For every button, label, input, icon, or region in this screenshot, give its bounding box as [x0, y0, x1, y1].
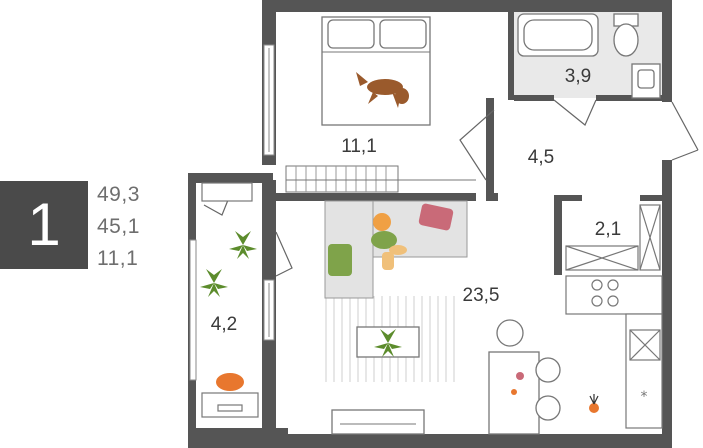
plant-icon: [200, 269, 228, 297]
rooms-count-number: 1: [27, 191, 61, 258]
room-label-closet: 2,1: [595, 219, 621, 240]
rooms-count-badge: 1: [0, 181, 88, 269]
dining-table: [488, 319, 561, 435]
living-area-value: 45,1: [97, 215, 140, 238]
kitchen-area-value: 11,1: [97, 247, 139, 270]
tv-unit: [331, 409, 425, 435]
balcony-chair: [216, 373, 244, 391]
room-label-bedroom: 11,1: [341, 136, 377, 157]
balcony-furniture: [201, 182, 259, 418]
dog-figure: [356, 72, 409, 108]
person-figure: [371, 213, 407, 270]
room-label-living-kitchen: 23,5: [463, 285, 500, 306]
plant-icon: [374, 329, 402, 357]
fruit: [511, 389, 517, 395]
room-label-hallway: 4,5: [528, 147, 554, 168]
room-label-balcony: 4,2: [211, 314, 237, 335]
cup: [516, 372, 524, 380]
bathroom-fixtures: [517, 13, 661, 99]
bed: [321, 16, 431, 126]
wardrobe: [285, 165, 476, 193]
plant-icon: [229, 231, 257, 259]
room-label-bathroom: 3,9: [565, 66, 591, 87]
total-area-value: 49,3: [97, 183, 140, 206]
closet-fixtures: [565, 204, 661, 271]
svg-text:*: *: [641, 389, 648, 405]
stove-burners: [591, 279, 619, 307]
doors: [203, 99, 699, 277]
plant-icon: [589, 394, 599, 413]
